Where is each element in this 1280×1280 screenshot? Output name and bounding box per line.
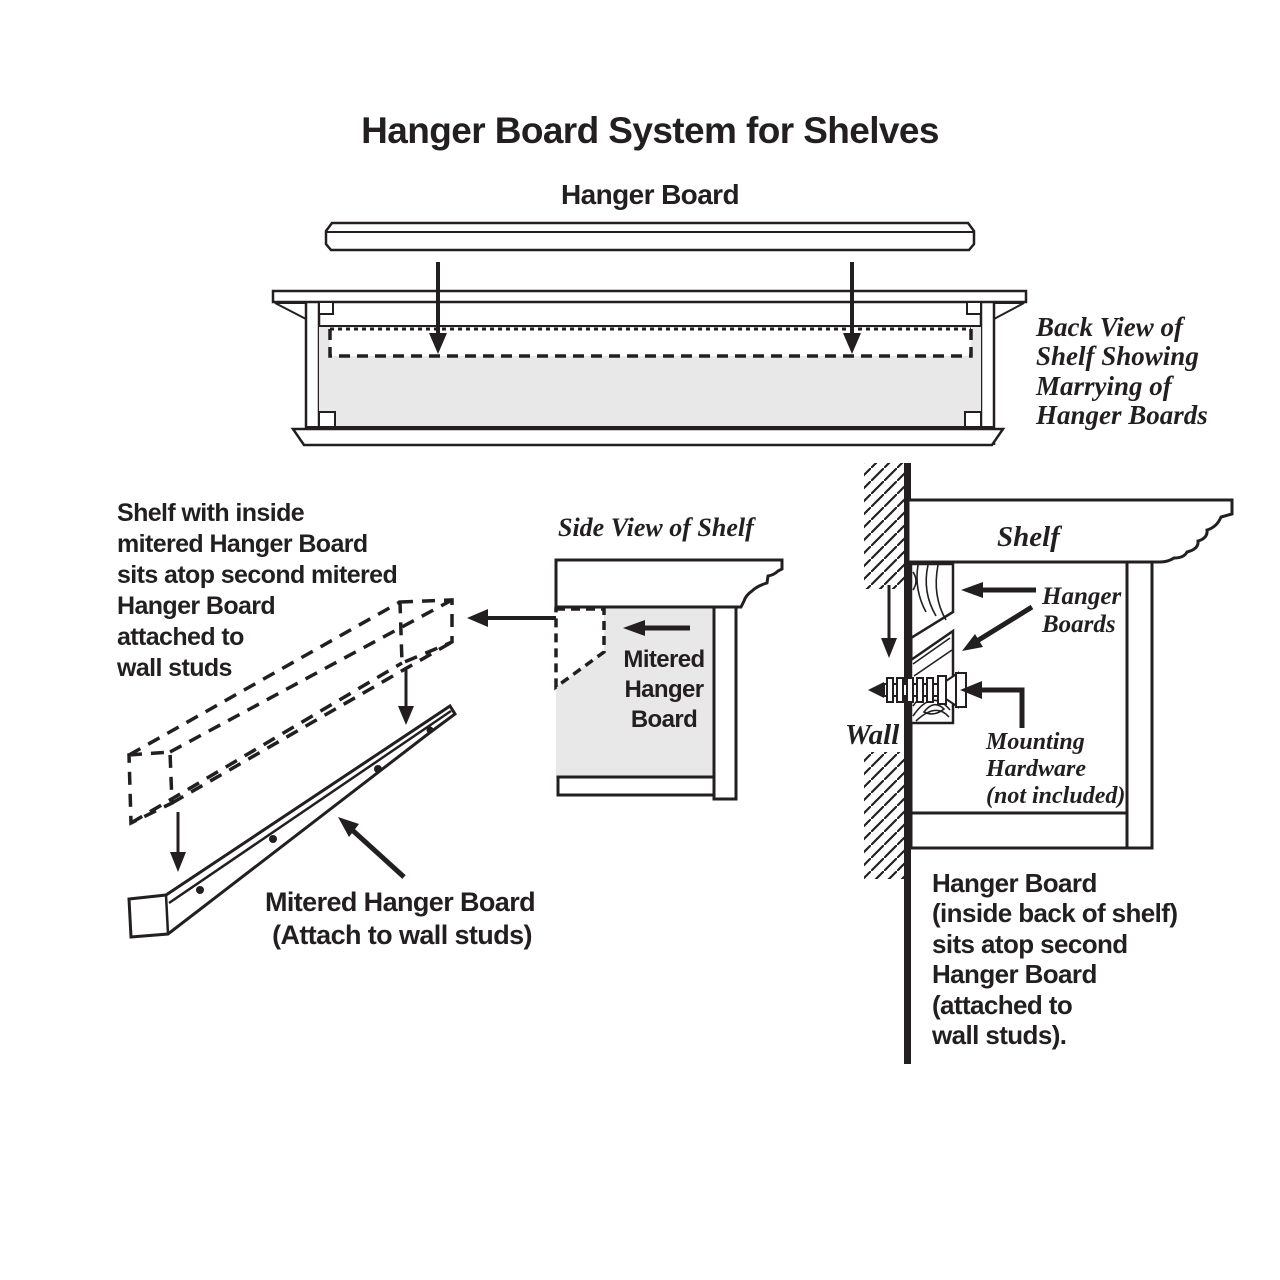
note-line: wall studs (116, 654, 232, 682)
dashed-hanger-board-3d (127, 598, 454, 826)
note-line: (attached to (932, 990, 1072, 1020)
wall-hatch-top (864, 463, 904, 589)
screw-hole (269, 835, 277, 843)
side-view-title: Side View of Shelf (558, 513, 756, 542)
note-line: attached to (117, 623, 244, 651)
back-view-bottom-board (290, 427, 1006, 447)
right-crown-wedge (993, 302, 1025, 321)
screw-hole (426, 726, 434, 734)
left-crown-wedge (274, 302, 307, 321)
side-view-shelf: Mitered Hanger Board (554, 558, 784, 801)
label-line: Hanger (1041, 583, 1121, 610)
page-title: Hanger Board System for Shelves (361, 110, 939, 151)
floating-hanger-board (324, 221, 976, 252)
exploded-down-arrow-left (170, 812, 186, 872)
left-arrow-icon (623, 620, 690, 636)
screw-hole (196, 886, 204, 894)
wall-line (904, 463, 911, 1064)
side-view-link-arrow (467, 609, 556, 627)
side-view-top-board (554, 558, 784, 609)
exploded-caption-arrow (338, 817, 406, 879)
hanger-board-upper (909, 562, 955, 641)
exploded-down-arrow-right (398, 670, 414, 725)
note-line: mitered Hanger Board (117, 530, 368, 558)
wall-down-arrow (881, 585, 897, 658)
wall-hatch-bottom (864, 752, 904, 879)
side-view-back-strip (712, 605, 738, 801)
screw-hole (374, 765, 382, 773)
note-line: sits atop second mitered (117, 561, 397, 589)
down-arrow-left (429, 262, 447, 354)
wall-note: Hanger Board (inside back of shelf) sits… (931, 868, 1178, 1050)
caption-line: Mitered Hanger Board (265, 887, 535, 917)
mounting-hardware-arrow (960, 681, 1025, 728)
wall-label: Wall (845, 719, 900, 751)
note-line: (inside back of shelf) (932, 898, 1177, 928)
note-line: Hanger Board (117, 592, 275, 620)
exploded-caption: Mitered Hanger Board (Attach to wall stu… (265, 887, 536, 950)
hanger-board-slot (330, 328, 971, 356)
hanger-boards-label: Hanger Boards (1041, 583, 1121, 638)
note-line: sits atop second (932, 929, 1128, 959)
label-line: Boards (1041, 611, 1116, 638)
side-view-label-line: Board (631, 706, 697, 733)
mitered-hanger-board-3d (127, 703, 458, 939)
corner-cleat (318, 411, 336, 428)
screw-icon (868, 671, 967, 709)
wall-section: Shelf Wall Hanger Boards Mounting Hardwa… (845, 463, 1234, 1064)
label-line: Mounting (985, 729, 1085, 755)
wall-shelf-bottom-strip (909, 811, 1154, 850)
corner-cleat (964, 411, 982, 428)
hanger-board-label: Hanger Board (561, 179, 739, 210)
side-view-bottom-strip (556, 775, 716, 797)
caption-line: Marrying of (1035, 371, 1175, 401)
caption-line: (Attach to wall studs) (272, 920, 532, 950)
label-line: Hardware (985, 756, 1086, 782)
note-line: Shelf with inside (117, 499, 305, 527)
caption-line: Shelf Showing (1036, 341, 1199, 371)
caption-line: Back View of (1035, 312, 1186, 342)
back-view-caption: Back View of Shelf Showing Marrying of H… (1035, 312, 1208, 430)
shelf-label: Shelf (997, 521, 1063, 553)
wall-shelf-back-strip (1125, 560, 1154, 850)
hanger-boards-arrow-upper (961, 582, 1036, 598)
down-arrow-right (843, 262, 861, 354)
note-line: Hanger Board (932, 868, 1097, 898)
mounting-hardware-label: Mounting Hardware (not included) (985, 729, 1125, 809)
hanger-boards-arrow-lower (962, 604, 1034, 651)
side-view-label-line: Hanger (624, 676, 703, 703)
corner-cleat (966, 301, 982, 315)
exploded-note: Shelf with inside mitered Hanger Board s… (116, 499, 398, 682)
note-line: Hanger Board (932, 959, 1097, 989)
caption-line: Hanger Boards (1035, 400, 1208, 430)
label-line: (not included) (986, 783, 1125, 809)
mitered-board-cross-section (554, 607, 606, 691)
side-view-label-line: Mitered (623, 646, 704, 673)
back-view-top-board (271, 289, 1028, 304)
back-view-shelf (271, 289, 1028, 447)
wall-shelf-top-board (906, 498, 1234, 564)
note-line: wall studs). (931, 1020, 1066, 1050)
corner-cleat (318, 301, 334, 315)
